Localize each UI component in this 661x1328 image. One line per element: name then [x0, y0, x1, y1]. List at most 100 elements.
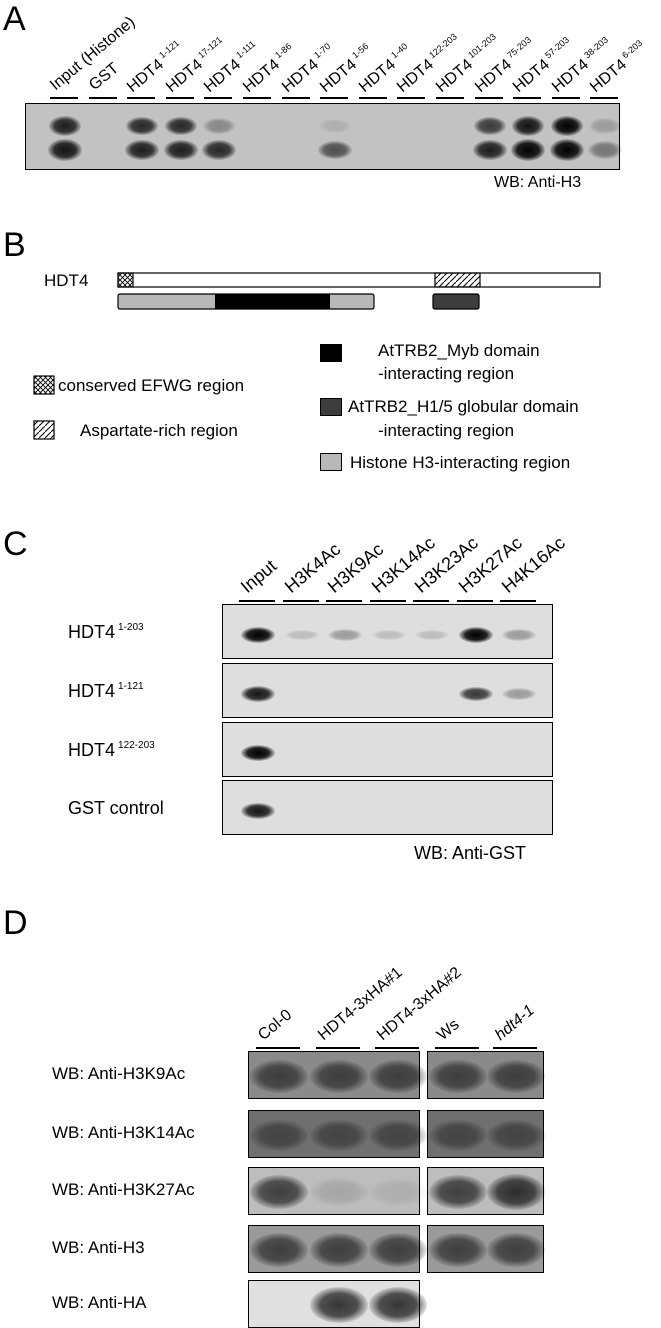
lane-label-c: Input	[236, 555, 281, 597]
legend-h15-swatch	[320, 398, 342, 416]
lane-bar-c	[413, 600, 449, 602]
band-d	[369, 1233, 427, 1267]
h15-interacting-region	[432, 293, 480, 310]
lane-bar-a	[127, 97, 156, 99]
lane-bar-a	[397, 97, 426, 99]
legend-h15-line1: AtTRB2_H1/5 globular domain	[348, 397, 579, 416]
lane-bar-a	[88, 97, 117, 99]
band-d	[487, 1233, 545, 1267]
blot-d-right	[427, 1051, 545, 1099]
lane-bar-a	[513, 97, 542, 99]
blot-d-right	[427, 1110, 545, 1158]
lane-bar-d	[493, 1047, 537, 1049]
row-label-d: WB: Anti-H3	[52, 1238, 145, 1257]
band-a-lower	[163, 139, 198, 161]
band-a-upper	[203, 118, 236, 134]
band-c	[284, 629, 319, 641]
lane-bar-d	[375, 1047, 419, 1049]
row-name: HDT4	[68, 622, 116, 642]
legend-myb-line1: AtTRB2_Myb domain	[378, 341, 540, 360]
row-range: 1-121	[118, 681, 144, 692]
lane-bar-c	[282, 600, 319, 602]
band-c	[458, 686, 493, 702]
band-d	[250, 1174, 308, 1210]
efwg-region	[117, 272, 134, 288]
legend-aspartate-label: Aspartate-rich region	[80, 421, 238, 440]
lane-bar-a	[320, 97, 349, 99]
legend-h3-swatch	[320, 453, 342, 471]
band-a-lower	[549, 139, 584, 161]
lane-bar-d	[316, 1047, 360, 1049]
lane-bar-a	[474, 97, 503, 99]
row-label-c: GST control	[68, 798, 164, 819]
lane-bar-a	[551, 97, 580, 99]
band-d	[369, 1178, 427, 1206]
panel-a-wb-label: WB: Anti-H3	[494, 174, 582, 191]
band-a-lower	[588, 141, 623, 159]
legend-h15-line2: -interacting region	[378, 421, 515, 440]
band-d	[310, 1059, 368, 1093]
row-label-d: WB: Anti-H3K27Ac	[52, 1180, 195, 1199]
band-d	[429, 1119, 487, 1151]
lane-bar-d	[435, 1047, 479, 1049]
band-a-lower	[125, 139, 160, 161]
band-c	[241, 686, 275, 702]
row-label-d: WB: Anti-H3K9Ac	[52, 1064, 186, 1083]
band-d	[369, 1119, 427, 1151]
blot-d-right	[427, 1225, 545, 1273]
row-name: HDT4	[68, 681, 116, 701]
band-d	[250, 1119, 308, 1151]
lane-bar-a	[590, 97, 619, 99]
band-d	[310, 1233, 368, 1267]
legend-aspartate-swatch	[33, 420, 55, 440]
band-a-upper	[589, 118, 622, 134]
band-a-lower	[511, 139, 546, 161]
band-c	[371, 629, 406, 641]
blot-d-left	[248, 1167, 427, 1215]
lane-bar-a	[204, 97, 233, 99]
protein-schematic	[117, 272, 601, 310]
panel-c-wb-label: WB: Anti-GST	[414, 843, 527, 863]
blot-d-left	[248, 1051, 427, 1099]
band-a-upper	[49, 116, 81, 136]
band-d	[429, 1233, 487, 1267]
band-c	[458, 627, 493, 643]
lane-bar-a	[281, 97, 310, 99]
band-c	[502, 688, 536, 700]
band-a-upper	[512, 116, 545, 136]
band-c	[241, 745, 275, 761]
band-c	[502, 629, 536, 641]
legend-myb-swatch	[320, 344, 342, 362]
legend-efwg-swatch	[33, 375, 55, 395]
band-a-lower	[48, 139, 82, 161]
panel-c-letter: C	[3, 525, 28, 563]
blot-d-left	[248, 1280, 427, 1328]
blot-c	[222, 604, 553, 659]
band-a-upper	[164, 116, 197, 136]
band-d	[369, 1059, 427, 1093]
band-c	[328, 629, 362, 641]
band-a-upper	[550, 116, 583, 136]
lane-bar-a	[436, 97, 464, 99]
row-name: GST control	[68, 798, 164, 818]
lane-bar-c	[500, 600, 536, 602]
lane-label-d: hdt4-1	[492, 1001, 538, 1044]
band-d	[310, 1178, 368, 1206]
row-label-d: WB: Anti-H3K14Ac	[52, 1123, 195, 1142]
band-d	[429, 1059, 487, 1093]
myb-interacting-region	[215, 294, 330, 309]
row-range: 122-203	[118, 740, 155, 751]
lane-label-d: Ws	[434, 1016, 463, 1044]
band-d	[250, 1059, 308, 1093]
lane-bar-a	[50, 97, 78, 99]
band-a-lower	[472, 139, 507, 161]
blot-c	[222, 663, 553, 718]
band-a-lower	[318, 140, 353, 160]
blot-d-left	[248, 1225, 427, 1273]
band-a-lower	[202, 139, 237, 161]
row-name: HDT4	[68, 740, 116, 760]
panel-a-letter: A	[3, 0, 26, 38]
lane-bar-a	[165, 97, 194, 99]
lane-bar-c	[456, 600, 493, 602]
